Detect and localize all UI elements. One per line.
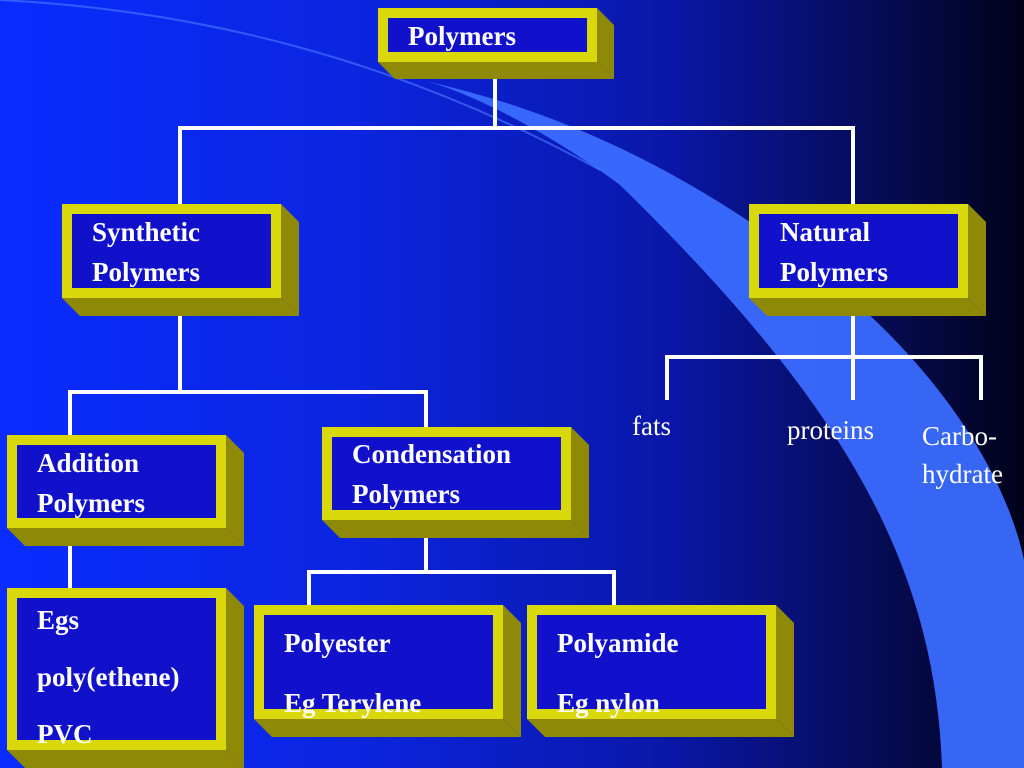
node-synthetic-label: Synthetic Polymers xyxy=(92,212,200,292)
frame-right-face xyxy=(226,588,244,768)
frame-bottom-face xyxy=(254,719,521,737)
node-polymers-label: Polymers xyxy=(408,16,516,56)
frame-bottom-face xyxy=(7,528,244,546)
node-polyester: Polyester Eg Terylene xyxy=(254,605,521,737)
box-frame xyxy=(749,204,986,316)
box-frame xyxy=(254,605,521,737)
box-frame xyxy=(7,588,244,768)
node-line: Synthetic xyxy=(92,217,200,247)
natural-example-carbohydrate-line1: Carbo- xyxy=(922,421,997,451)
box-frame xyxy=(527,605,794,737)
frame-bottom-face xyxy=(749,298,986,316)
node-line: PVC xyxy=(37,719,93,749)
node-addition-label: Addition Polymers xyxy=(37,443,145,523)
frame-inner-panel xyxy=(759,214,958,288)
node-line: Egs xyxy=(37,605,80,635)
node-line: Polymers xyxy=(92,257,200,287)
box-frame xyxy=(322,427,589,538)
node-addition-polymers: Addition Polymers xyxy=(7,435,244,546)
node-polyamide-label: Polyamide Eg nylon xyxy=(557,613,679,733)
frame-right-face xyxy=(597,8,614,79)
natural-example-fats: fats xyxy=(632,411,671,441)
node-line: poly(ethene) xyxy=(37,662,180,692)
node-natural-polymers: Natural Polymers xyxy=(749,204,986,316)
frame-inner-panel xyxy=(72,214,271,288)
node-polyamide: Polyamide Eg nylon xyxy=(527,605,794,737)
box-frame xyxy=(7,435,244,546)
node-line: Polyamide xyxy=(557,628,679,658)
node-synthetic-polymers: Synthetic Polymers xyxy=(62,204,299,316)
frame-bottom-face xyxy=(62,298,299,316)
frame-bottom-face xyxy=(7,750,244,768)
box-frame xyxy=(378,8,614,79)
frame-right-face xyxy=(226,435,244,546)
frame-bottom-face xyxy=(322,520,589,538)
box-frame xyxy=(62,204,299,316)
node-line: Eg nylon xyxy=(557,688,660,718)
frame-right-face xyxy=(968,204,986,316)
frame-inner-panel xyxy=(17,445,216,518)
node-line: Polymers xyxy=(352,479,460,509)
frame-inner-panel xyxy=(17,598,216,740)
node-line: Eg Terylene xyxy=(284,688,422,718)
node-line: Addition xyxy=(37,448,140,478)
node-polymers: Polymers xyxy=(378,8,614,79)
node-line: Natural xyxy=(780,217,870,247)
frame-bottom-face xyxy=(527,719,794,737)
frame-inner-panel xyxy=(537,615,766,709)
node-line: Polymers xyxy=(780,257,888,287)
frame-right-face xyxy=(776,605,794,737)
node-addition-examples: Egs poly(ethene) PVC xyxy=(7,588,244,768)
frame-bottom-face xyxy=(378,62,614,79)
node-line: Polymers xyxy=(408,21,516,51)
connector-lines xyxy=(68,78,983,606)
node-line: Polyester xyxy=(284,628,391,658)
node-line: Condensation xyxy=(352,439,512,469)
node-polyester-label: Polyester Eg Terylene xyxy=(284,613,421,733)
frame-inner-panel xyxy=(264,615,493,709)
frame-right-face xyxy=(281,204,299,316)
node-condensation-label: Condensation Polymers xyxy=(352,434,511,514)
node-condensation-polymers: Condensation Polymers xyxy=(322,427,589,538)
natural-example-carbohydrate-line2: hydrate xyxy=(922,459,1003,489)
frame-right-face xyxy=(571,427,589,538)
natural-example-proteins: proteins xyxy=(787,415,874,445)
decorative-swoosh xyxy=(420,80,1024,768)
node-line: Polymers xyxy=(37,488,145,518)
frame-inner-panel xyxy=(388,18,587,52)
frame-inner-panel xyxy=(332,437,561,510)
node-natural-label: Natural Polymers xyxy=(780,212,888,292)
frame-right-face xyxy=(503,605,521,737)
node-egs-label: Egs poly(ethene) PVC xyxy=(37,592,179,763)
